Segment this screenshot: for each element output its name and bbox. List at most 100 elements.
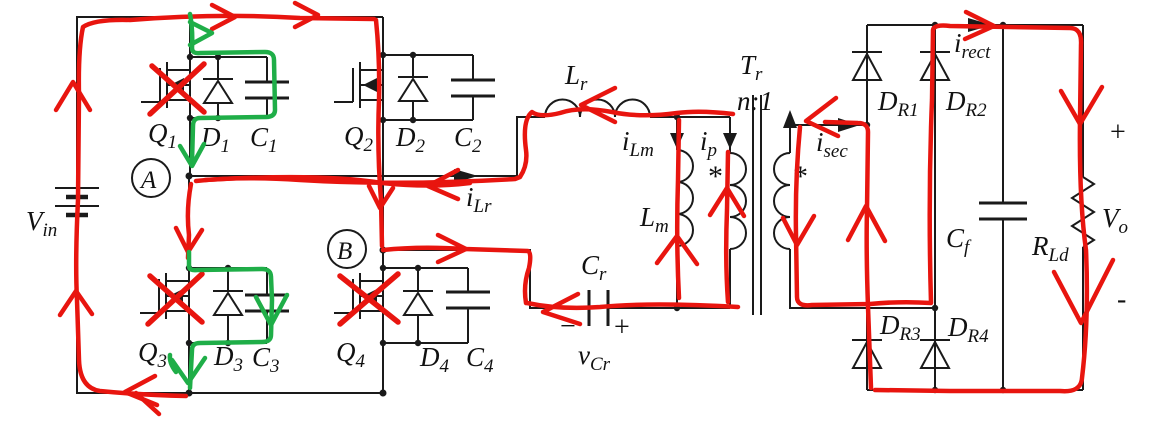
green-arrow-down-c3-icon	[253, 292, 290, 328]
x-mark-q3	[145, 271, 205, 327]
red-loop-secondary-down	[793, 124, 934, 308]
wire-q4-cell	[382, 250, 468, 393]
red-arrow-right-icon	[209, 2, 238, 32]
label-q2: Q2	[344, 121, 374, 156]
capacitor-c3	[245, 293, 289, 313]
green-loop-c1	[187, 11, 278, 165]
label-c4: C4	[466, 342, 494, 377]
transformer-secondary-winding	[773, 152, 791, 250]
isec-up-arrow-icon	[783, 110, 797, 128]
capacitor-c2	[451, 78, 495, 98]
diode-dr2	[919, 51, 951, 81]
label-vin: Vin	[26, 206, 57, 241]
red-tail-hook	[133, 390, 162, 417]
red-arrow-right-irect-icon	[962, 9, 997, 42]
inductor-lr	[544, 98, 651, 118]
label-node-a: A	[139, 167, 157, 194]
red-arrow-left-icon	[122, 373, 160, 408]
label-d2: D2	[395, 122, 426, 157]
label-d4: D4	[419, 342, 450, 377]
label-turns-ratio: n:1	[737, 86, 773, 116]
label-c3: C3	[252, 342, 280, 377]
x-mark-q1	[147, 61, 207, 117]
junction-dots	[185, 21, 1007, 397]
label-d1: D1	[200, 122, 230, 157]
aux-current-path-annotation	[167, 11, 290, 391]
label-ilm: iLm	[622, 126, 654, 161]
mosfet-q2	[334, 62, 383, 108]
red-arrow-up-lm-icon	[654, 233, 700, 267]
label-c1: C1	[250, 122, 278, 157]
wire-secondary-bottom	[789, 249, 935, 309]
green-arrow-down-a-icon	[177, 141, 207, 169]
red-arrow-up-primary-icon	[707, 185, 747, 219]
diode-dr1	[851, 51, 883, 81]
red-arrow-right2-icon	[292, 0, 321, 30]
capacitor-c4	[446, 290, 490, 310]
label-lm: Lm	[639, 202, 669, 237]
red-arrow-left-ilr-icon	[425, 167, 461, 202]
label-node-b: B	[337, 238, 352, 265]
green-arrow-down-q3-icon	[169, 355, 208, 386]
label-ip: ip	[700, 126, 717, 161]
label-vo: Vo	[1102, 203, 1128, 238]
red-loop-left-top	[73, 13, 377, 399]
transformer-primary-winding	[729, 152, 747, 250]
red-arrow-up2-icon	[57, 288, 95, 318]
label-q1: Q1	[148, 118, 177, 153]
ip-arrow-icon	[723, 133, 737, 149]
label-cr-minus: −	[560, 311, 576, 342]
label-cf: Cf	[946, 223, 972, 258]
label-dr1: DR1	[877, 86, 919, 121]
label-lr: Lr	[564, 60, 588, 95]
label-tr: Tr	[740, 50, 763, 85]
green-hook	[167, 352, 179, 375]
label-irect: irect	[954, 28, 991, 63]
red-arrow-up-icon	[53, 79, 93, 113]
label-q3: Q3	[138, 337, 167, 372]
red-arrow-left-cr-icon	[540, 291, 583, 327]
resistor-rld	[1070, 176, 1096, 248]
label-dr4: DR4	[947, 312, 989, 347]
inductor-lm	[676, 149, 694, 247]
red-arrow-down-q2-icon	[366, 183, 396, 211]
circuit-wires	[55, 16, 1096, 397]
red-arrow-right-b-icon	[435, 232, 469, 265]
red-arrow-down-sec-icon	[780, 213, 817, 248]
primary-dot-mark: *	[708, 160, 723, 193]
diode-d4	[402, 290, 434, 316]
green-loop-c3	[186, 249, 275, 391]
label-out-plus: +	[1110, 117, 1126, 148]
red-arrow-up-dr3-icon	[845, 203, 888, 244]
wire-q2-cell	[382, 17, 473, 250]
wire-node-a-to-lr	[189, 116, 545, 177]
label-cr: Cr	[581, 250, 607, 285]
label-dr3: DR3	[879, 310, 921, 345]
red-loop-lm	[674, 117, 682, 301]
red-loop-q2-to-b	[373, 17, 533, 306]
green-arrow-right-icon	[187, 19, 215, 48]
label-ilr: iLr	[466, 182, 492, 217]
label-out-minus: -	[1117, 284, 1126, 315]
label-dr2: DR2	[945, 86, 987, 121]
label-d3: D3	[213, 341, 243, 376]
node-a-circle	[131, 158, 171, 198]
red-arrow-down-load2-icon	[1051, 257, 1116, 326]
capacitor-c1	[245, 80, 289, 100]
labels: Vin Q1 D1 C1 Q2 D2 C2 A B Q3 D3 C3 Q4 D4…	[26, 28, 1128, 377]
label-c2: C2	[454, 122, 482, 157]
diode-d2	[397, 76, 429, 102]
x-mark-q4	[337, 271, 401, 327]
label-isec: isec	[816, 127, 848, 162]
red-arrow-left-lr-icon	[578, 85, 618, 125]
diode-d3	[212, 290, 244, 316]
diode-dr4	[919, 339, 951, 369]
red-arrow-down-load1-icon	[1058, 84, 1105, 127]
label-q4: Q4	[336, 337, 366, 372]
diode-d1	[202, 78, 234, 104]
node-b-circle	[327, 229, 367, 269]
red-loop-primary	[723, 149, 731, 305]
label-cr-plus: +	[614, 312, 630, 343]
